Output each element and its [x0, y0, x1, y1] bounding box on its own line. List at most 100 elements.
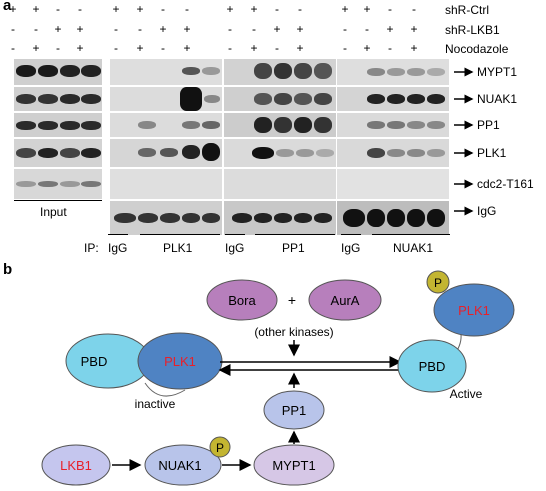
blot-plk1ip-cdc2 [110, 169, 222, 199]
ip-pp1-line [255, 234, 335, 235]
condition-sign: - [114, 22, 118, 36]
bora-node [206, 279, 278, 321]
blot-plk1ip-plk1 [110, 139, 222, 167]
ip-prefix-label: IP: [84, 241, 99, 255]
plk1-inactive-node [137, 332, 223, 390]
nuak1-label: NUAK1 [158, 458, 201, 473]
condition-label-nocodazole: Nocodazole [445, 42, 509, 56]
pbd-active-label: PBD [419, 359, 446, 374]
blot-nuak1ip-pp1 [337, 113, 449, 137]
blot-nuak1ip-cdc2 [337, 169, 449, 199]
condition-sign: + [112, 2, 120, 16]
condition-sign: - [228, 41, 232, 55]
nuak1-node [144, 444, 222, 486]
ip-igg-line-3 [341, 234, 361, 235]
condition-sign: - [161, 41, 165, 55]
condition-sign: - [56, 41, 60, 55]
plk1-inactive-label: PLK1 [164, 354, 196, 369]
ip-pp1-label: PP1 [282, 241, 305, 255]
condition-sign: + [273, 22, 281, 36]
active-label: Active [450, 387, 483, 401]
pbd-inactive-node [65, 333, 151, 389]
blot-nuak1ip-plk1 [337, 139, 449, 167]
panel-b-letter: b [3, 261, 13, 278]
condition-sign: - [78, 2, 82, 16]
condition-sign: - [11, 41, 15, 55]
condition-sign: + [9, 2, 17, 16]
ip-igg-line-1 [108, 234, 128, 235]
row-label-cdc2-t161: cdc2-T161 [477, 177, 534, 191]
condition-sign: + [32, 41, 40, 55]
condition-label-shr-lkb1: shR-LKB1 [445, 23, 500, 37]
condition-sign: + [250, 41, 258, 55]
condition-sign: - [412, 2, 416, 16]
ip-igg-label-2: IgG [225, 241, 245, 255]
blot-input-cdc2 [14, 169, 102, 199]
pp1-label: PP1 [282, 403, 307, 418]
inactive-label: inactive [135, 397, 176, 411]
ip-plk1-line [140, 234, 220, 235]
ip-nuak1-line [372, 234, 450, 235]
condition-sign: + [32, 2, 40, 16]
blot-pp1ip-plk1 [224, 139, 336, 167]
blot-nuak1ip-nuak1 [337, 87, 449, 111]
blot-input-mypt1 [14, 59, 102, 85]
plk1-active-node [433, 283, 515, 337]
input-label: Input [40, 205, 67, 219]
condition-sign: - [298, 2, 302, 16]
condition-sign: + [296, 22, 304, 36]
western-blot-panel [14, 59, 336, 235]
condition-sign: - [388, 2, 392, 16]
condition-sign: - [114, 41, 118, 55]
blot-pp1ip-cdc2 [224, 169, 336, 199]
blot-plk1ip-nuak1 [110, 87, 222, 111]
phospho-active-label: P [434, 276, 442, 290]
condition-sign: - [275, 2, 279, 16]
ip-igg-label-3: IgG [341, 241, 361, 255]
condition-sign: + [136, 2, 144, 16]
condition-sign: + [54, 22, 62, 36]
input-underline [14, 200, 102, 201]
ip-plk1-label: PLK1 [163, 241, 193, 255]
phospho-nuak1-label: P [216, 441, 224, 455]
row-label-igg: IgG [477, 204, 497, 218]
blot-pp1ip-nuak1 [224, 87, 336, 111]
inactive-linker [144, 382, 186, 397]
row-label-arrows [454, 67, 474, 216]
aura-label: AurA [331, 293, 360, 308]
row-label-nuak1: NUAK1 [477, 92, 518, 106]
condition-sign: - [365, 22, 369, 36]
ip-igg-label-1: IgG [108, 241, 128, 255]
condition-sign: + [76, 22, 84, 36]
condition-sign: + [159, 22, 167, 36]
blot-input-igg-gap [110, 201, 222, 235]
blot-nuak1ip-igg [337, 201, 449, 235]
plus-sign: + [288, 292, 296, 308]
condition-sign: - [34, 22, 38, 36]
pbd-inactive-label: PBD [81, 354, 108, 369]
plk1-active-label: PLK1 [458, 303, 490, 318]
condition-sign: + [136, 41, 144, 55]
condition-sign: - [185, 2, 189, 16]
blot-plk1ip-mypt1 [110, 59, 222, 85]
blot-input-plk1 [14, 139, 102, 167]
condition-sign: + [386, 22, 394, 36]
western-blot-nuak1-ip [337, 59, 449, 235]
aura-node [308, 279, 382, 321]
ip-nuak1-label: NUAK1 [393, 241, 434, 255]
condition-sign: + [410, 22, 418, 36]
condition-sign: + [183, 41, 191, 55]
condition-sign: - [138, 22, 142, 36]
condition-sign: - [252, 22, 256, 36]
mypt1-node [253, 444, 335, 486]
plk1-activation-pathway-diagram: Bora + AurA (other kinases) PBD PLK1 ina… [41, 270, 515, 486]
phospho-active-icon [426, 270, 450, 294]
blot-pp1ip-pp1 [224, 113, 336, 137]
lkb1-label: LKB1 [60, 458, 92, 473]
condition-sign: - [275, 41, 279, 55]
phospho-nuak1-icon [209, 436, 231, 458]
blot-input-pp1 [14, 113, 102, 137]
other-kinases-label: (other kinases) [254, 325, 333, 339]
row-label-plk1: PLK1 [477, 146, 507, 160]
condition-sign: - [228, 22, 232, 36]
